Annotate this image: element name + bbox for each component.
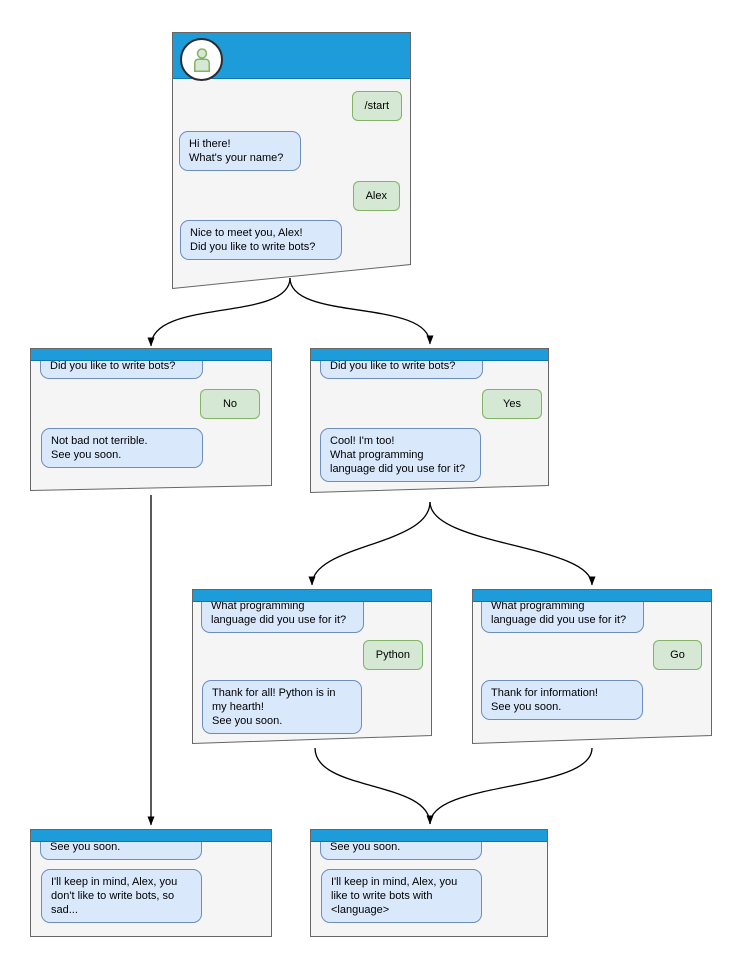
user-message-bubble: Go <box>653 640 702 671</box>
bot-message-bubble: I'll keep in mind, Alex, you don't like … <box>41 869 202 924</box>
bot-message-bubble: Thank for information! See you soon. <box>481 680 643 721</box>
bot-message-bubble: Thank for all! Python is in my hearth! S… <box>202 680 362 735</box>
person-icon <box>193 47 210 72</box>
user-message-bubble: No <box>200 389 260 420</box>
bot-avatar <box>180 38 223 81</box>
chat-window-answer-no: Did you like to write bots? No Not bad n… <box>30 348 272 491</box>
user-message-bubble: Yes <box>482 389 542 420</box>
window-titlebar <box>31 830 271 842</box>
chat-window-answer-yes: Did you like to write bots? Yes Cool! I'… <box>310 348 549 493</box>
bot-message-bubble: Not bad not terrible. See you soon. <box>41 428 203 469</box>
connector-yes-to-python <box>308 501 431 586</box>
window-titlebar <box>193 590 431 602</box>
chat-window-lang-python: What programming language did you use fo… <box>192 589 432 744</box>
connector-yes-to-go <box>429 501 596 586</box>
bot-message-bubble: I'll keep in mind, Alex, you like to wri… <box>321 869 482 924</box>
bot-message-bubble: Nice to meet you, Alex! Did you like to … <box>180 220 342 261</box>
connector-python-to-end <box>314 747 434 825</box>
connector-go-to-end <box>429 747 593 825</box>
bot-message-bubble: Hi there! What's your name? <box>179 131 301 172</box>
window-titlebar <box>311 349 548 361</box>
window-titlebar <box>473 590 711 602</box>
window-titlebar <box>311 830 547 842</box>
chat-window-lang-go: What programming language did you use fo… <box>472 589 712 744</box>
chat-window-root: Awesome bot /start Hi there! What's your… <box>172 32 411 289</box>
chat-window-end-yes: See you soon. I'll keep in mind, Alex, y… <box>310 829 548 937</box>
user-message-bubble: /start <box>351 91 402 122</box>
user-message-bubble: Python <box>362 640 423 671</box>
bot-message-bubble: Cool! I'm too! What programming language… <box>320 428 481 483</box>
chat-window-end-no: See you soon. I'll keep in mind, Alex, y… <box>30 829 272 937</box>
window-titlebar <box>31 349 271 361</box>
user-message-bubble: Alex <box>352 181 400 212</box>
